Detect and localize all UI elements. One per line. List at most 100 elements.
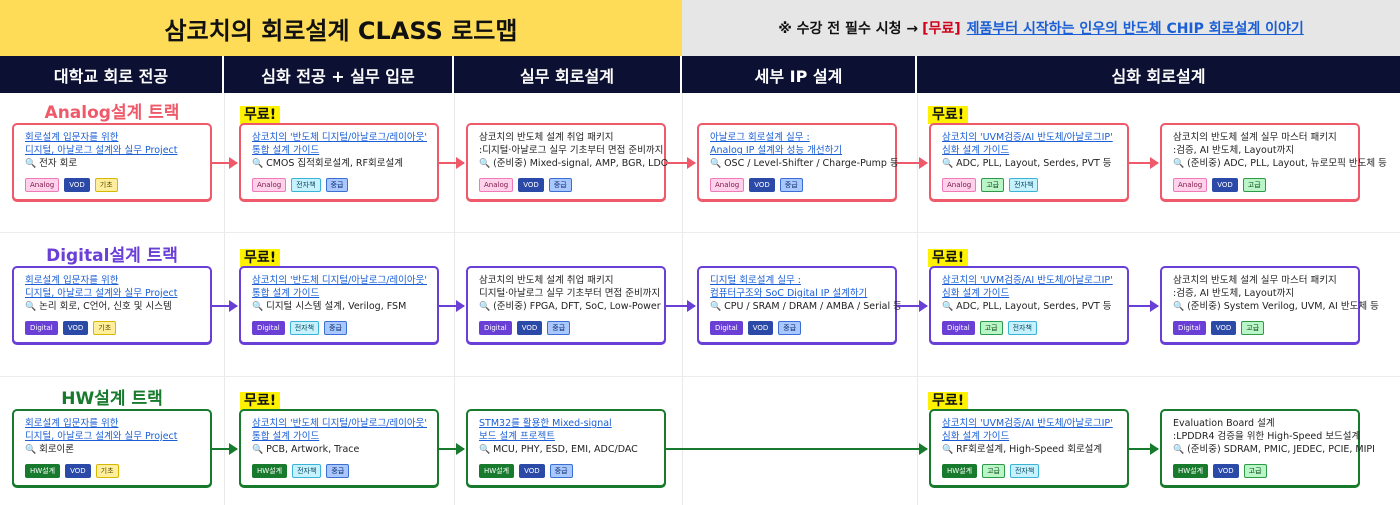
flow-arrow (439, 443, 465, 455)
course-topics: 🔍 (준비중) FPGA, DFT, SoC, Low-Power (479, 300, 661, 314)
course-tag: 전자책 (1009, 178, 1039, 192)
course-title-line[interactable]: 통합 설계 가이드 (252, 431, 320, 442)
course-title-line[interactable]: 회로설계 입문자를 위한 (25, 275, 119, 286)
course-title-line: Evaluation Board 설계 (1173, 418, 1275, 429)
magnifier-icon: 🔍 (479, 302, 494, 312)
course-card[interactable]: Evaluation Board 설계:LPDDR4 검증을 위한 High-S… (1160, 409, 1375, 487)
course-tag: 전자책 (292, 464, 322, 478)
course-tag: 고급 (1242, 178, 1266, 192)
flow-arrow (666, 300, 696, 312)
course-title-line[interactable]: 통합 설계 가이드 (252, 288, 320, 299)
course-tag: VOD (1210, 321, 1237, 335)
course-tag: 고급 (982, 464, 1005, 478)
course-title-line[interactable]: STM32를 활용한 Mixed-signal (479, 418, 612, 429)
course-title-line[interactable]: 심화 설계 가이드 (942, 288, 1010, 299)
course-card[interactable]: STM32를 활용한 Mixed-signal 보드 설계 프로젝트🔍 MCU, … (466, 409, 666, 487)
course-tag: 중급 (324, 321, 347, 335)
course-tag: 전자책 (289, 321, 320, 335)
course-tag: Analog (710, 178, 745, 192)
course-tag: VOD (1212, 178, 1238, 192)
flow-arrow (212, 300, 238, 312)
magnifier-icon: 🔍 (1173, 445, 1188, 455)
notice-bar: ※ 수강 전 필수 시청 → [무료] 제품부터 시작하는 인우의 반도체 CH… (682, 0, 1400, 56)
course-tag: 중급 (779, 178, 803, 192)
flow-arrow (897, 300, 928, 312)
course-tag: VOD (749, 178, 775, 192)
track-title-digital: Digital설계 트랙 (46, 246, 178, 266)
notice-free-label: [무료] (922, 21, 961, 37)
course-title-line[interactable]: 디지털, 아날로그 설계와 실무 Project (25, 145, 178, 156)
course-title-line: 디지털·아날로그 실무 기초부터 면접 준비까지 (479, 288, 661, 299)
course-title-line[interactable]: 삼코치의 'UVM검증/AI 반도체/아날로그IP' (942, 275, 1113, 286)
course-topics: 🔍 (준비중) SDRAM, PMIC, JEDEC, PCIE, MIPI (1173, 443, 1375, 457)
course-topics-text: ADC, PLL, Layout, Serdes, PVT 등 (956, 301, 1112, 312)
course-topics-text: CPU / SRAM / DRAM / AMBA / Serial 등 (724, 301, 902, 312)
course-title-line[interactable]: 디지털 회로설계 실무 : (710, 275, 801, 286)
course-tag: VOD (64, 178, 90, 192)
magnifier-icon: 🔍 (710, 302, 725, 312)
course-card[interactable]: 디지털 회로설계 실무 : 컴퓨터구조와 SoC Digital IP 설계하기 🔍… (697, 266, 902, 344)
course-card[interactable]: 삼코치의 '반도체 디지털/아날로그/레이아웃'통합 설계 가이드🔍 디지털 시… (239, 266, 439, 344)
course-card[interactable]: 아날로그 회로설계 실무 : Analog IP 설계와 성능 개선하기🔍 OSC… (697, 123, 899, 201)
course-topics-text: (준비중) SDRAM, PMIC, JEDEC, PCIE, MIPI (1187, 444, 1375, 455)
course-title-line[interactable]: 삼코치의 '반도체 디지털/아날로그/레이아웃' (252, 275, 427, 286)
course-topics: 🔍 OSC / Level-Shifter / Charge-Pump 등 (710, 157, 899, 171)
course-topics-text: 회로이론 (39, 444, 75, 455)
magnifier-icon: 🔍 (710, 159, 725, 169)
notice-link[interactable]: 제품부터 시작하는 인우의 반도체 CHIP 회로설계 이야기 (966, 21, 1304, 37)
course-topics: 🔍 PCB, Artwork, Trace (252, 443, 429, 457)
course-card[interactable]: 삼코치의 'UVM검증/AI 반도체/아날로그IP'심화 설계 가이드🔍 ADC… (929, 266, 1129, 344)
course-title-line[interactable]: 삼코치의 '반도체 디지털/아날로그/레이아웃' (252, 132, 427, 143)
course-card[interactable]: 삼코치의 '반도체 디지털/아날로그/레이아웃'통합 설계 가이드🔍 CMOS … (239, 123, 439, 201)
flow-arrow (1129, 300, 1159, 312)
course-topics: 🔍 MCU, PHY, ESD, EMI, ADC/DAC (479, 443, 656, 457)
course-tag: VOD (747, 321, 774, 335)
course-title-line[interactable]: 삼코치의 'UVM검증/AI 반도체/아날로그IP' (942, 132, 1113, 143)
course-title-line[interactable]: Analog IP 설계와 성능 개선하기 (710, 145, 843, 156)
magnifier-icon: 🔍 (942, 159, 957, 169)
course-card[interactable]: 삼코치의 반도체 설계 실무 마스터 패키지:검증, AI 반도체, Layou… (1160, 123, 1387, 201)
course-tag: Analog (1173, 178, 1208, 192)
free-badge: 무료! (928, 392, 969, 410)
course-title-line[interactable]: 회로설계 입문자를 위한 (25, 418, 119, 429)
course-tag: 고급 (1241, 321, 1265, 335)
flow-arrow (212, 157, 238, 169)
course-card[interactable]: 삼코치의 'UVM검증/AI 반도체/아날로그IP'심화 설계 가이드🔍 ADC… (929, 123, 1129, 201)
course-title-line[interactable]: 회로설계 입문자를 위한 (25, 132, 119, 143)
course-title-line: 삼코치의 반도체 설계 취업 패키지 (479, 132, 614, 143)
course-tag: 기초 (94, 178, 118, 192)
course-title-line[interactable]: 삼코치의 '반도체 디지털/아날로그/레이아웃' (252, 418, 427, 429)
course-title-line[interactable]: 통합 설계 가이드 (252, 145, 320, 156)
course-title-line[interactable]: 심화 설계 가이드 (942, 431, 1010, 442)
course-tag: Analog (942, 178, 977, 192)
course-card[interactable]: 삼코치의 반도체 설계 취업 패키지:디지털·아날로그 실무 기초부터 면접 준… (466, 123, 668, 201)
course-card[interactable]: 삼코치의 반도체 설계 실무 마스터 패키지:검증, AI 반도체, Layou… (1160, 266, 1379, 344)
course-title-line[interactable]: 컴퓨터구조와 SoC Digital IP 설계하기 (710, 288, 868, 299)
course-topics: 🔍 논리 회로, C언어, 신호 및 시스템 (25, 300, 202, 314)
course-title-line[interactable]: 디지털, 아날로그 설계와 실무 Project (25, 288, 178, 299)
free-badge: 무료! (240, 249, 281, 267)
course-title-line[interactable]: 디지털, 아날로그 설계와 실무 Project (25, 431, 178, 442)
course-title-line[interactable]: 삼코치의 'UVM검증/AI 반도체/아날로그IP' (942, 418, 1113, 429)
magnifier-icon: 🔍 (252, 302, 267, 312)
course-card[interactable]: 삼코치의 '반도체 디지털/아날로그/레이아웃' 통합 설계 가이드🔍 PCB, … (239, 409, 439, 487)
course-tag: HW설계 (252, 464, 288, 478)
column-header-deep: 심화 회로설계 (917, 56, 1400, 93)
course-title-line: :검증, AI 반도체, Layout까지 (1173, 145, 1295, 156)
course-title-line[interactable]: 보드 설계 프로젝트 (479, 431, 555, 442)
course-title-line[interactable]: 심화 설계 가이드 (942, 145, 1010, 156)
course-topics-text: 전자 회로 (39, 158, 78, 169)
course-title-line[interactable]: 아날로그 회로설계 실무 : (710, 132, 810, 143)
notice-prefix: ※ 수강 전 필수 시청 → (778, 21, 919, 37)
course-card[interactable]: 삼코치의 'UVM검증/AI 반도체/아날로그IP'심화 설계 가이드🔍 RF회… (929, 409, 1129, 487)
